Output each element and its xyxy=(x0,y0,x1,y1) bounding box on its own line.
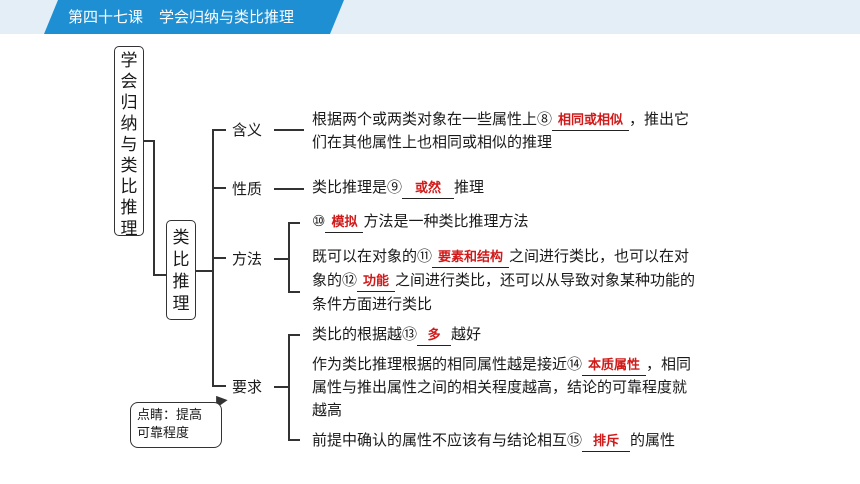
bracket-line xyxy=(212,257,226,259)
bracket-line xyxy=(212,385,226,387)
title-tab xyxy=(44,0,344,34)
topic-char: 会 xyxy=(120,72,138,92)
subtopic-box: 类 比 推 理 xyxy=(166,220,196,320)
branch-requirement-label: 要求 xyxy=(232,378,263,396)
sub-bracket xyxy=(288,291,300,293)
branch-nature-label: 性质 xyxy=(232,180,263,198)
text-run: 越高 xyxy=(312,401,343,419)
connector-line xyxy=(153,140,155,275)
topic-box: 学 会 归 纳 与 类 比 推 理 xyxy=(114,46,144,239)
text-run: 的属性 xyxy=(630,431,676,449)
bracket-line xyxy=(196,270,212,272)
answer-blank-15: 排斥 xyxy=(582,433,631,452)
subtopic-char: 推 xyxy=(172,272,190,292)
callout-line-1: 点睛：提高 xyxy=(137,408,203,423)
topic-char: 推 xyxy=(120,198,138,218)
text-run: 象的⑫ xyxy=(312,271,358,289)
text-run: 条件方面进行类比 xyxy=(312,295,433,313)
text-run: 既可以在对象的⑪ xyxy=(312,247,433,265)
branch-method-label: 方法 xyxy=(232,250,263,268)
tip-callout: 点睛：提高 可靠程度 xyxy=(130,402,222,448)
bracket-line xyxy=(212,129,226,131)
branch-dash xyxy=(274,129,304,131)
text-run: 们在其他属性上也相同或相似的推理 xyxy=(312,133,553,151)
sub-bracket xyxy=(288,222,300,224)
answer-blank-11: 要素和结构 xyxy=(432,249,510,268)
text-run: ，相同 xyxy=(646,355,692,373)
answer-blank-14: 本质属性 xyxy=(582,357,647,376)
bracket-line xyxy=(212,187,226,189)
topic-char: 比 xyxy=(120,177,138,197)
text-run: 根据两个或两类对象在一些属性上⑧ xyxy=(312,110,553,128)
text-run: 类比推理是⑨ xyxy=(312,178,403,196)
answer-blank-9: 或然 xyxy=(402,180,455,199)
sub-bracket xyxy=(288,222,290,292)
text-run: ，推出它 xyxy=(629,110,690,128)
text-run: 作为类比推理根据的相同属性越是接近⑭ xyxy=(312,355,583,373)
topic-char: 归 xyxy=(120,93,138,113)
text-run: 属性与推出属性之间的相关程度越高，结论的可靠程度就 xyxy=(312,378,688,396)
topic-char: 纳 xyxy=(120,114,138,134)
branch-dash xyxy=(274,188,304,190)
text-run: 越好 xyxy=(451,325,482,343)
subtopic-char: 比 xyxy=(172,250,190,270)
text-run: 推理 xyxy=(454,178,485,196)
branch-dash xyxy=(274,386,288,388)
callout-line-2: 可靠程度 xyxy=(137,426,190,441)
text-run: 之间进行类比，也可以在对 xyxy=(509,247,690,265)
text-run: 方法是一种类比推理方法 xyxy=(363,212,529,230)
subtopic-char: 类 xyxy=(172,228,190,248)
answer-blank-12: 功能 xyxy=(357,273,396,292)
connector-line xyxy=(153,274,167,276)
answer-blank-8: 相同或相似 xyxy=(552,112,630,131)
answer-blank-13: 多 xyxy=(417,327,452,346)
answer-blank-10: 模拟 xyxy=(325,214,364,233)
branch-meaning-label: 含义 xyxy=(232,121,263,139)
sub-bracket xyxy=(288,334,300,336)
topic-char: 与 xyxy=(120,135,138,155)
topic-char: 类 xyxy=(120,156,138,176)
topic-char: 理 xyxy=(120,219,138,239)
subtopic-char: 理 xyxy=(172,294,190,314)
sub-bracket xyxy=(288,334,290,440)
text-run: 之间进行类比，还可以从导致对象某种功能的 xyxy=(395,271,696,289)
text-run: 类比的根据越⑬ xyxy=(312,325,418,343)
lesson-title: 学会归纳与类比推理 xyxy=(159,8,295,26)
topic-char: 学 xyxy=(120,51,138,71)
page-title: 第四十七课学会归纳与类比推理 xyxy=(68,6,294,27)
sub-bracket xyxy=(288,439,300,441)
connector-line xyxy=(144,140,154,142)
lesson-number: 第四十七课 xyxy=(68,8,144,26)
text-run: ⑩ xyxy=(312,212,326,230)
branch-dash xyxy=(274,258,288,260)
text-run: 前提中确认的属性不应该有与结论相互⑮ xyxy=(312,431,583,449)
